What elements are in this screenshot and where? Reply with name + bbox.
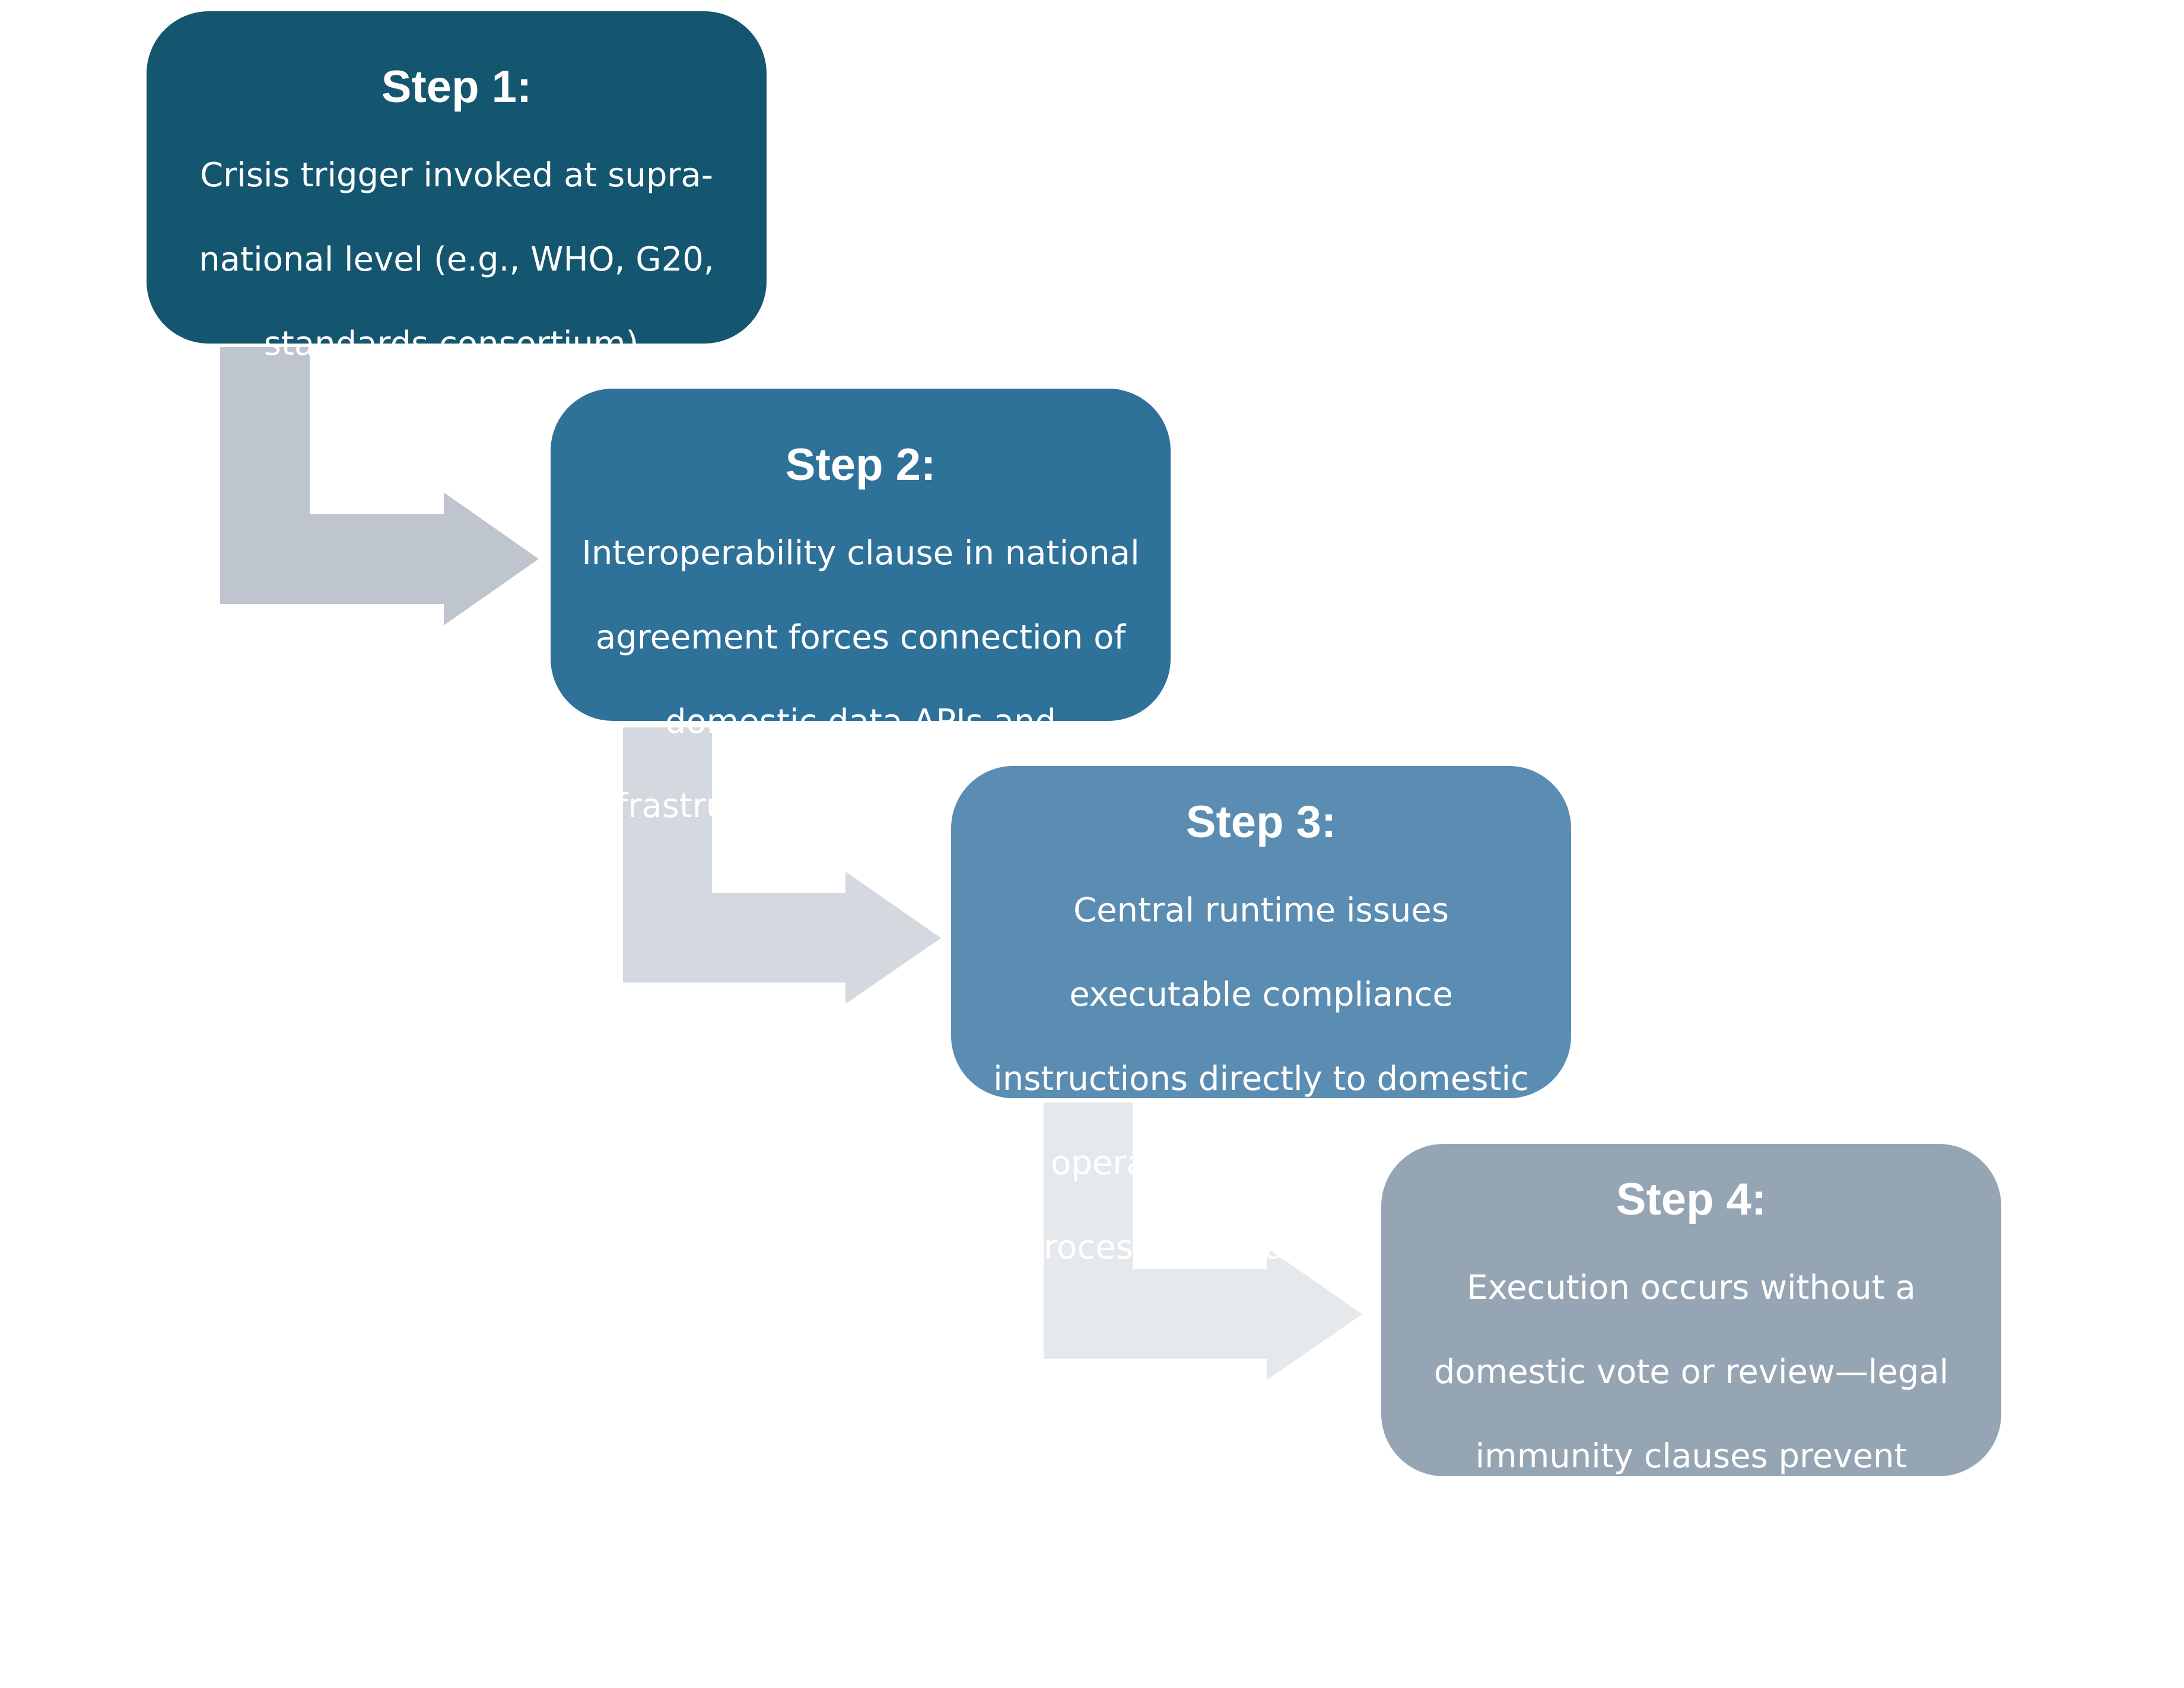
- step-2-title: Step 2:: [785, 440, 936, 490]
- step-4-line: reversing actions.: [1543, 1606, 1840, 1644]
- step-4-line: domestic courts from blocking or: [1417, 1521, 1966, 1560]
- step-4-line: domestic vote or review—legal: [1433, 1353, 1949, 1391]
- arrow-shape-1: [220, 347, 539, 625]
- step-3-title: Step 3:: [1185, 797, 1337, 847]
- step-1-description: Crisis trigger invoked at supra- nationa…: [199, 112, 714, 407]
- bent-arrow-3-to-4: [1044, 1102, 1362, 1380]
- bent-arrow-1-to-2: [220, 347, 539, 625]
- bent-arrow-2-to-3: [623, 727, 941, 1004]
- step-4-title: Step 4:: [1616, 1174, 1767, 1225]
- step-4-line: Execution occurs without a: [1467, 1269, 1916, 1307]
- step-1-line: Crisis trigger invoked at supra-: [200, 156, 713, 195]
- step-3-box: Step 3: Central runtime issues executabl…: [951, 766, 1571, 1267]
- step-3-line: Central runtime issues: [1073, 891, 1449, 930]
- step-3-line: executable compliance: [1069, 975, 1453, 1014]
- step-2-line: Interoperability clause in national: [581, 534, 1140, 573]
- step-1-title: Step 1:: [381, 62, 532, 112]
- step-2-box: Step 2: Interoperability clause in natio…: [551, 389, 1171, 825]
- step-2-line: agreement forces connection of: [595, 618, 1126, 657]
- step-4-box: Step 4: Execution occurs without a domes…: [1381, 1144, 2001, 1644]
- step-3-line: instructions directly to domestic: [993, 1060, 1529, 1098]
- step-4-line: immunity clauses prevent: [1475, 1437, 1908, 1476]
- process-flow-diagram: Step 1: Crisis trigger invoked at supra-…: [147, 11, 2001, 1476]
- step-1-line: standards consortium).: [263, 325, 650, 363]
- step-1-box: Step 1: Crisis trigger invoked at supra-…: [147, 11, 767, 363]
- arrow-shape-3: [1044, 1102, 1362, 1380]
- step-1-line: national level (e.g., WHO, G20,: [199, 240, 714, 279]
- step-2-line: domestic data APIs and: [665, 702, 1056, 741]
- arrow-shape-2: [623, 727, 941, 1004]
- step-4-description: Execution occurs without a domestic vote…: [1417, 1225, 1966, 1688]
